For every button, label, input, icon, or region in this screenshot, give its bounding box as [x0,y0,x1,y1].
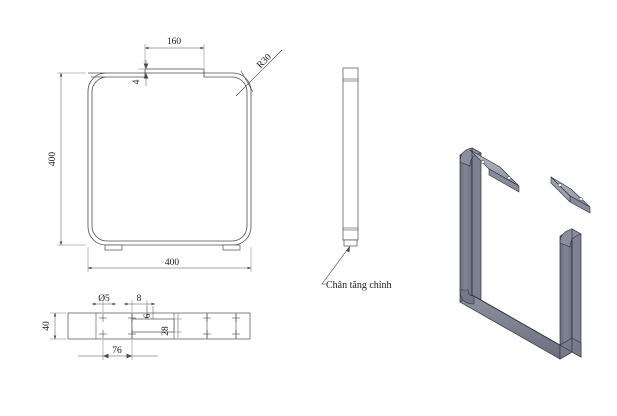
iso-tab-left-hole-1 [480,160,486,164]
dimension-height-400: 400 [48,72,86,246]
dimension-slot-height-text: 28 [161,326,171,336]
dimension-hole-diameter: Ø5 [91,294,117,312]
dimension-r30-text: R30 [255,52,273,70]
dimension-height-400-text: 400 [48,152,58,167]
dimension-hole-spacing-text: 76 [112,346,122,356]
dimension-r30: R30 [235,49,283,97]
dimension-160-text: 160 [167,37,182,47]
dimension-160: 160 [144,37,205,68]
side-view-leader [321,245,351,285]
dimension-bar-height: 40 [42,312,66,340]
side-view: Chân tăng chỉnh [321,67,392,291]
dimension-hole-spacing: 76 [78,340,158,360]
iso-tab-right-hole-1 [557,183,563,187]
dimension-4-text: 4 [132,79,142,84]
iso-tab-right-hole-2 [578,197,584,201]
iso-tab-right-underside [550,176,571,203]
front-view-outline [87,68,252,246]
iso-corner-top-left [459,147,482,167]
dimension-width-400-text: 400 [165,258,180,268]
iso-edges [471,148,573,353]
isometric-view [459,147,591,360]
front-view-feet [104,244,241,251]
dimension-slot-height: 28 [161,313,182,338]
iso-tab-left-edge [488,168,520,193]
iso-right-post-side [571,228,582,358]
side-view-annotation: Chân tăng chỉnh [326,280,392,291]
dimension-4: 4 [132,60,150,86]
iso-left-post-side [471,147,482,301]
detail-hole-marks [99,314,240,338]
iso-corner-top-right [559,228,582,248]
dimension-slot-offset: 6 [143,306,154,319]
dimension-width-400: 400 [87,247,252,272]
front-view: 160 4 R30 400 [48,37,283,272]
iso-tab-left-hole-2 [506,176,512,180]
dimension-hole-diameter-text: Ø5 [98,294,110,304]
bottom-detail-view: Ø5 8 6 28 40 [42,294,251,360]
side-view-adjustable-foot [343,239,358,247]
iso-bottom-rail [459,294,573,360]
dimension-slot-width-text: 8 [137,294,142,304]
dimension-bar-height-text: 40 [42,321,52,331]
iso-left-post [459,147,473,303]
dimension-slot-offset-text: 6 [143,313,153,318]
